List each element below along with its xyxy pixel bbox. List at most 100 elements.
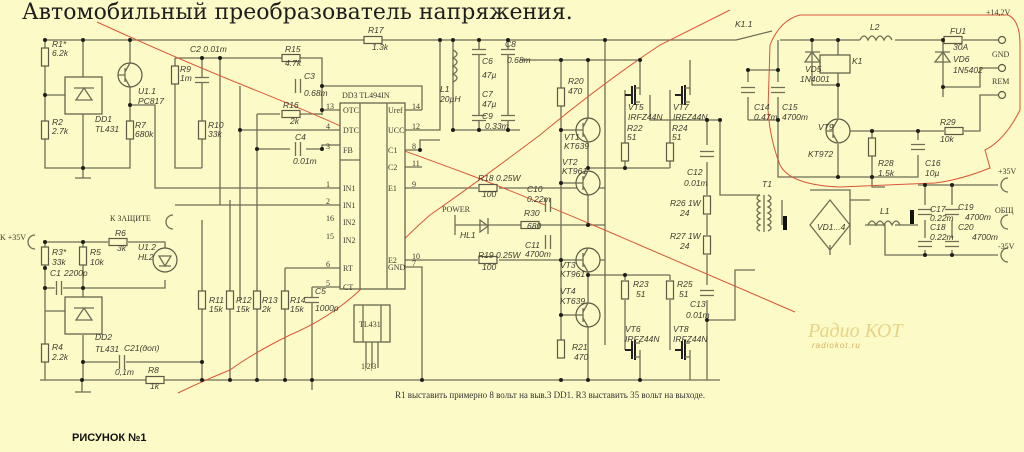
- resistor-icon: [363, 35, 383, 45]
- part-ref-c13: C13: [690, 299, 706, 309]
- part-value-vt7: IRFZ44N: [673, 112, 708, 122]
- resistor-icon: [702, 195, 712, 215]
- resistor-icon: [620, 142, 630, 162]
- ic-pin-name: IN2: [343, 236, 355, 245]
- core-mark: [783, 216, 787, 230]
- part-value-c18: 0.22m: [930, 232, 954, 242]
- part-value-r13: 2k: [261, 304, 272, 314]
- core-mark: [910, 210, 914, 224]
- part-ref-r26: R26 1W: [670, 198, 702, 208]
- junction-dot: [200, 56, 204, 60]
- ic-dd3-label: DD3 TL494IN: [342, 91, 390, 100]
- part-value-dd2: TL431: [95, 344, 119, 354]
- part-ref-r22: R22: [627, 123, 643, 133]
- part-value-r22: 51: [627, 132, 637, 142]
- part-value-r20: 470: [568, 86, 582, 96]
- part-ref-r13: R13: [262, 295, 278, 305]
- ic-pin-name: C1: [388, 146, 397, 155]
- wires: [40, 30, 998, 393]
- junction-dot: [705, 318, 709, 322]
- part-ref-vt4: VT4: [560, 286, 576, 296]
- junction-dot: [586, 58, 590, 62]
- transformer-t1-icon: [756, 194, 772, 232]
- part-value-c10: 0.22m: [527, 194, 551, 204]
- part-ref-u11: U1.1: [138, 86, 156, 96]
- led-hl2-icon: [152, 247, 178, 273]
- part-value-r26: 24: [679, 208, 690, 218]
- part-ref-r9: R9: [180, 64, 191, 74]
- part-value-r24: 51: [672, 132, 682, 142]
- part-value-vt6: IRFZ44N: [625, 334, 660, 344]
- part-value-c11: 4700m: [525, 249, 551, 259]
- part-ref-vt5: VT5: [628, 102, 644, 112]
- part-ref-r2: R2: [52, 117, 63, 127]
- junction-dot: [128, 38, 132, 42]
- part-ref-r24: R24: [672, 123, 688, 133]
- capacitor-icon: [945, 208, 959, 216]
- part-ref-c11: C11: [525, 240, 540, 250]
- junction-dot: [200, 360, 204, 364]
- part-ref-r15: R15: [285, 44, 301, 54]
- markup-stroke-1: [96, 21, 796, 313]
- resistor-icon: [665, 142, 675, 162]
- part-ref-k11: K1.1: [735, 19, 753, 29]
- capacitor-icon: [501, 114, 515, 122]
- resistor-icon: [197, 120, 207, 140]
- terminal-label-input-35v: K +35V: [0, 233, 26, 242]
- ic-pin-number: 1: [326, 180, 330, 189]
- junction-dot: [43, 38, 47, 42]
- junction-dot: [477, 38, 481, 42]
- ic-pin-number: 3: [326, 142, 330, 151]
- resistor-icon: [280, 290, 290, 310]
- capacitor-icon: [945, 240, 959, 248]
- junction-dot: [81, 166, 85, 170]
- part-value-c20: 4700m: [972, 232, 998, 242]
- part-value-r11: 15k: [209, 304, 223, 314]
- junction-dot: [81, 286, 85, 290]
- ic-pin-name: C2: [388, 163, 397, 172]
- capacitor-icon: [700, 289, 714, 297]
- capacitor-icon: [544, 235, 552, 249]
- connector-socket-icon: [1000, 177, 1009, 193]
- capacitor-icon: [911, 143, 925, 151]
- part-ref-c18: C18: [930, 222, 946, 232]
- junction-dot: [320, 147, 324, 151]
- part-ref-fu1: FU1: [950, 26, 966, 36]
- part-ref-t1: T1: [762, 179, 772, 189]
- part-ref-c20: C20: [958, 222, 974, 232]
- part-value-c17: 0.22m: [930, 213, 954, 223]
- part-value-r7: 680k: [135, 129, 154, 139]
- part-ref-vt6: VT6: [625, 324, 641, 334]
- screw-terminal-icon: [997, 90, 1007, 100]
- junction-dot: [43, 266, 47, 270]
- part-ref-dd2: DD2: [95, 332, 112, 342]
- part-value-r6: 3k: [117, 243, 127, 253]
- junction-dot: [586, 378, 590, 382]
- resistor-icon: [556, 87, 566, 107]
- ic-dd2: [64, 296, 103, 335]
- junction-dot: [310, 378, 314, 382]
- ic-pin-name: CT: [343, 283, 353, 292]
- capacitor-icon: [118, 355, 126, 369]
- ic-pin-number: 9: [412, 180, 416, 189]
- ic-dd3-tl494: [339, 102, 406, 290]
- resistor-icon: [556, 339, 566, 359]
- junction-dot: [586, 273, 590, 277]
- tl431-pin-numbers: 1|2|3: [361, 362, 376, 371]
- relay-k1-coil: [819, 54, 851, 74]
- part-value-c7: 47µ: [482, 99, 496, 109]
- part-ref-c21: C21(доп): [124, 343, 160, 353]
- part-value-c5: 1000p: [315, 303, 339, 313]
- junction-dot: [80, 378, 84, 382]
- part-ref-vt1: VT1: [564, 132, 580, 142]
- inductor-l1-output-icon: [867, 220, 901, 227]
- part-ref-vt8: VT8: [673, 324, 689, 334]
- ic-pin-number: 13: [326, 102, 334, 111]
- part-ref-r27: R27 1W: [670, 231, 702, 241]
- junction-dot: [586, 223, 590, 227]
- junction-dot: [950, 253, 954, 257]
- part-value-c12: 0.01m: [684, 178, 708, 188]
- part-ref-r30: R30: [524, 208, 540, 218]
- part-value-c6: 47µ: [482, 70, 496, 80]
